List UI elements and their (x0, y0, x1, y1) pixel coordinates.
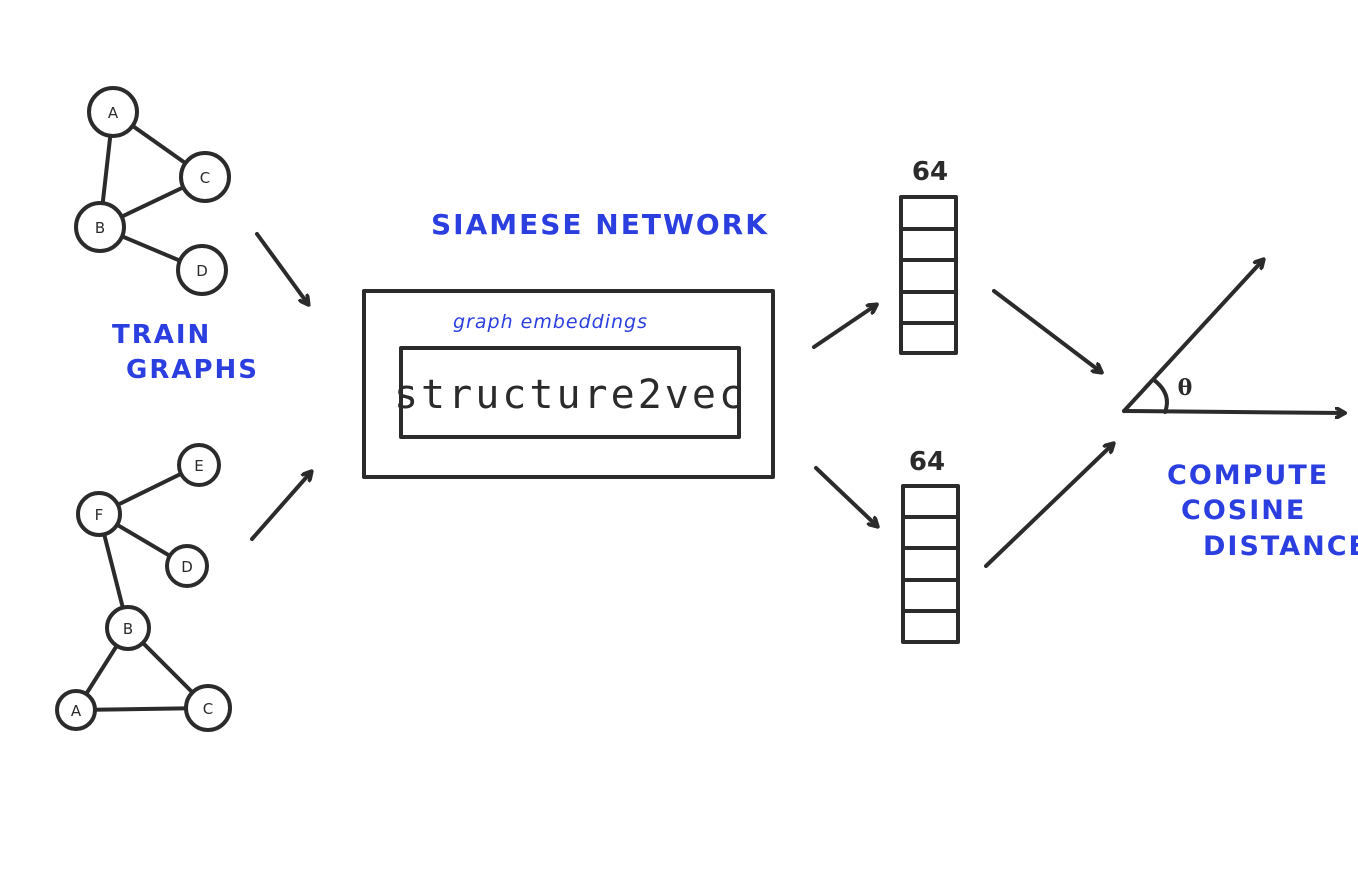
node-a-label: A (108, 104, 119, 122)
top-embedding-vector: 64 (899, 157, 958, 355)
node-b-label: B (123, 620, 133, 638)
node-d-label: D (181, 558, 193, 576)
node-a: A (55, 689, 97, 731)
node-a-label: A (71, 702, 82, 720)
bottom-embedding-vector: 64 (901, 447, 960, 644)
node-b: B (105, 605, 151, 651)
node-c: C (184, 684, 232, 732)
node-d-label: D (196, 262, 208, 280)
node-a: A (87, 86, 139, 138)
node-b: B (74, 201, 126, 253)
compute-label-line3: DISTANCE (1203, 531, 1358, 562)
arrow-top-vector-to-angle (992, 289, 1101, 372)
compute-label-line2: COSINE (1181, 495, 1306, 526)
arrow-bottom-graph-to-network (250, 472, 311, 541)
node-c-label: C (200, 169, 210, 187)
arrow-network-to-bottom-vector (814, 466, 877, 526)
arrow-network-to-top-vector (812, 305, 876, 349)
angle-arc (1152, 378, 1169, 414)
structure2vec-box (399, 346, 741, 439)
cosine-angle: θ (1122, 260, 1344, 414)
compute-cosine-distance-label: COMPUTE COSINE DISTANCE (1167, 460, 1358, 562)
arrow-bottom-vector-to-angle (984, 444, 1113, 568)
structure2vec-label: structure2vec (394, 372, 746, 418)
node-c-label: C (203, 700, 213, 718)
angle-vector-lower (1122, 411, 1344, 413)
graph-embeddings-label: graph embeddings (453, 311, 648, 333)
node-e-label: E (194, 457, 203, 475)
bottom-vector-dim: 64 (909, 447, 945, 477)
train-label-line2: GRAPHS (126, 355, 259, 385)
top-train-graph: A C B D (74, 86, 231, 296)
node-d: D (176, 244, 228, 296)
train-label-line1: TRAIN (112, 320, 211, 350)
angle-vector-upper (1122, 260, 1263, 413)
theta-label: θ (1178, 375, 1193, 401)
node-e: E (177, 443, 221, 487)
node-b-label: B (95, 219, 105, 237)
arrow-top-graph-to-network (255, 232, 308, 304)
bottom-train-graph: E F D B A C (55, 443, 232, 732)
network-box: graph embeddings structure2vec (362, 289, 775, 479)
node-f-label: F (95, 506, 104, 524)
node-c: C (179, 151, 231, 203)
node-f: F (76, 491, 122, 537)
compute-label-line1: COMPUTE (1167, 460, 1329, 491)
top-vector-dim: 64 (912, 157, 948, 187)
siamese-network-title: SIAMESE NETWORK (431, 208, 769, 241)
node-d: D (165, 544, 209, 588)
train-graphs-label: TRAIN GRAPHS (112, 320, 259, 385)
